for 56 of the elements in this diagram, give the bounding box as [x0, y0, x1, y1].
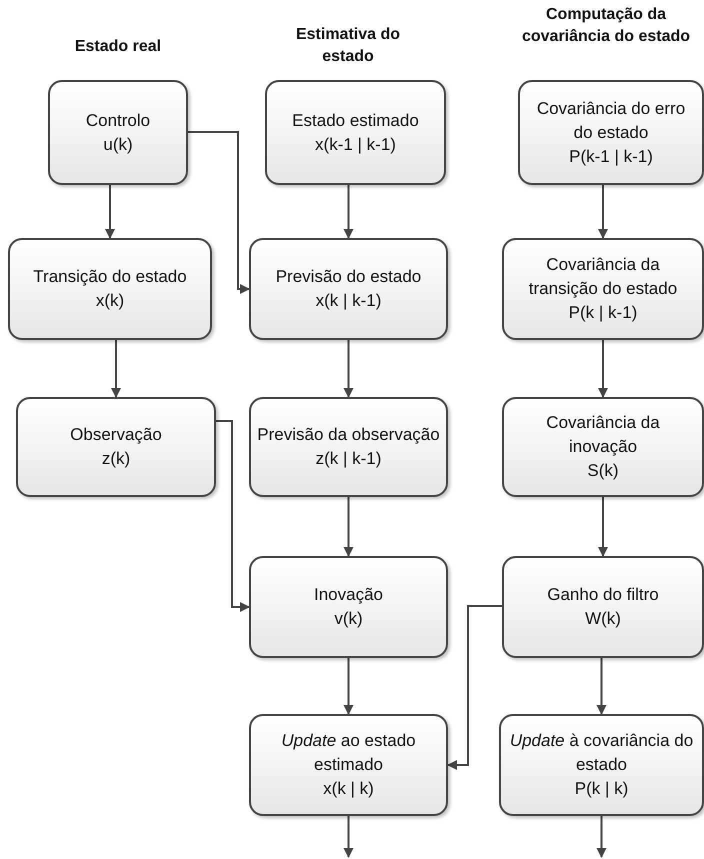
arrow — [344, 340, 354, 398]
process-name: Controlo — [86, 110, 150, 132]
arrow — [598, 497, 608, 557]
process-box — [499, 714, 704, 816]
process-name: Previsão da observação — [257, 424, 440, 446]
column-heading: Estimativa do estado — [294, 25, 402, 67]
variable-symbol: u(k) — [103, 134, 133, 156]
variable-symbol: x(k | k) — [323, 778, 374, 800]
process-name: Covariância da inovação — [545, 412, 661, 458]
arrow — [188, 131, 250, 294]
process-name: Estado estimado — [292, 110, 419, 132]
arrow — [598, 340, 608, 398]
process-name: Observação — [70, 424, 162, 446]
process-box — [249, 397, 448, 497]
arrow — [344, 497, 354, 557]
process-box — [265, 80, 446, 185]
arrow — [596, 816, 606, 858]
arrow — [105, 185, 115, 239]
arrow — [447, 605, 502, 770]
variable-symbol: S(k) — [587, 460, 619, 482]
column-heading: Estado real — [74, 37, 162, 57]
process-box — [249, 714, 448, 816]
variable-symbol: v(k) — [334, 608, 363, 630]
process-name: Ganho do filtro — [547, 584, 659, 606]
variable-symbol: W(k) — [585, 608, 621, 630]
process-box — [48, 80, 188, 185]
arrow — [111, 340, 121, 398]
process-name: Covariância da transição do estado — [528, 254, 678, 300]
process-box — [502, 556, 704, 658]
arrow — [596, 658, 606, 715]
process-box — [502, 397, 704, 497]
arrow — [344, 185, 354, 239]
variable-symbol: P(k | k) — [574, 778, 628, 800]
process-name: Update à covariância do estado — [508, 730, 694, 776]
variable-symbol: P(k-1 | k-1) — [569, 146, 653, 168]
variable-symbol: P(k | k-1) — [568, 302, 638, 324]
column-heading: Computação da covariância do estado — [520, 5, 692, 47]
process-box — [16, 397, 216, 497]
arrow — [598, 185, 608, 239]
process-box — [502, 238, 704, 340]
arrow — [216, 420, 250, 612]
arrow — [344, 658, 354, 715]
process-box — [518, 80, 704, 185]
variable-symbol: x(k | k-1) — [316, 290, 382, 312]
variable-symbol: z(k | k-1) — [316, 448, 382, 470]
arrow — [344, 816, 354, 858]
process-name: Covariância do erro do estado — [536, 98, 686, 144]
process-box — [249, 556, 448, 658]
process-name: Inovação — [314, 584, 383, 606]
variable-symbol: z(k) — [102, 448, 130, 470]
process-box — [249, 238, 448, 340]
process-box — [8, 238, 212, 340]
process-name: Previsão do estado — [276, 266, 422, 288]
process-name: Transição do estado — [33, 266, 187, 288]
variable-symbol: x(k-1 | k-1) — [315, 134, 396, 156]
variable-symbol: x(k) — [96, 290, 124, 312]
